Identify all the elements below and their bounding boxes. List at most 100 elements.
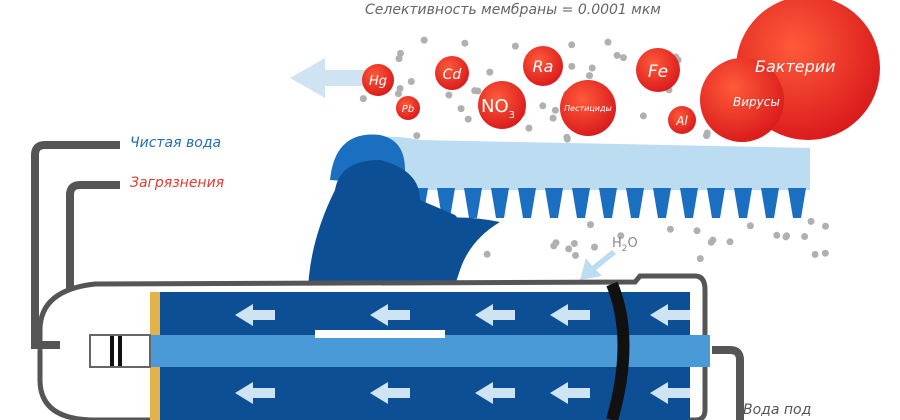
water-molecule-dot	[565, 245, 573, 253]
water-molecule-dot	[563, 133, 571, 141]
water-molecule-dot	[619, 54, 627, 62]
h2o-label: H2O	[612, 236, 638, 254]
particle-cd-label: Cd	[443, 67, 462, 83]
water-molecule-dot	[693, 227, 701, 235]
particle-viruses	[700, 58, 784, 142]
water-molecule-dot	[474, 87, 482, 95]
particle-cd	[435, 56, 469, 90]
flow-arrow-icon	[370, 304, 410, 326]
flow-arrow-icon	[235, 382, 275, 404]
water-molecule-dot	[552, 239, 560, 247]
particle-fe	[636, 48, 680, 92]
water-molecule-dot	[821, 249, 829, 257]
particle-pesticides	[560, 80, 616, 136]
membrane-pore	[626, 188, 644, 218]
particle-pb	[396, 96, 420, 120]
water-molecule-dot	[397, 49, 404, 57]
membrane-pore	[734, 188, 752, 218]
flow-arrow-icon	[650, 382, 690, 404]
water-molecule-dot	[407, 78, 415, 85]
water-molecule-dot	[666, 225, 674, 233]
water-molecule-dot	[811, 250, 819, 258]
water-molecule-dot	[639, 112, 647, 120]
membrane-selectivity-title: Селективность мембраны = 0.0001 мкм	[365, 2, 661, 18]
water-molecule-dot	[464, 115, 472, 123]
water-molecule-dot	[568, 62, 576, 70]
water-molecule-dot	[617, 232, 625, 240]
flow-arrow-left-icon	[290, 58, 375, 98]
water-molecule-dot	[613, 51, 621, 59]
membrane-pore	[680, 188, 698, 218]
water-molecule-dot	[551, 106, 559, 114]
water-molecule-dot	[696, 255, 704, 263]
water-molecule-dot	[807, 217, 815, 225]
flow-arrow-icon	[370, 382, 410, 404]
particle-hg	[362, 64, 394, 96]
water-molecule-dot	[587, 221, 594, 229]
particle-al-label: Al	[675, 114, 688, 128]
particle-fe-label: Fe	[648, 62, 668, 82]
water-molecule-dot	[591, 243, 598, 251]
water-molecule-dot	[822, 222, 829, 230]
clean-water-pipe	[31, 141, 120, 349]
membrane-pore	[545, 188, 563, 218]
particle-hg-label: Hg	[369, 74, 387, 89]
flow-arrow-icon	[235, 304, 275, 326]
membrane-pore	[518, 188, 536, 218]
water-molecule-dot	[568, 41, 576, 49]
water-molecule-dot	[396, 85, 404, 92]
water-molecule-dot	[413, 132, 421, 140]
contaminants-label: Загрязнения	[130, 175, 224, 191]
particle-ra	[523, 46, 563, 86]
membrane-pore	[464, 188, 482, 218]
h2o-inflow-arrow-icon	[580, 250, 616, 280]
particle-pb-label: Pb	[402, 104, 414, 115]
pipes	[31, 141, 744, 420]
membrane-pore	[761, 188, 779, 218]
water-molecule-dot	[783, 232, 791, 240]
water-molecule-dot	[461, 39, 469, 47]
water-molecule-dot	[511, 42, 519, 50]
particle-viruses-label: Вирусы	[733, 95, 780, 109]
contaminant-particles: Hg Pb Cd NO3 Ra Пестициды Fe Al Вирусы Б…	[362, 0, 880, 142]
contaminant-pipe	[66, 181, 120, 290]
particle-no3	[478, 81, 526, 129]
water-molecule-dot	[586, 72, 593, 80]
particle-pesticides-label: Пестициды	[564, 104, 612, 113]
water-molecule-dot	[572, 251, 579, 259]
membrane-pore	[707, 188, 725, 218]
flow-arrow-icon	[550, 382, 590, 404]
water-molecule-dot	[486, 68, 494, 76]
water-molecule-dot	[483, 250, 491, 258]
water-under-pressure-label: Вода под	[743, 402, 811, 418]
clean-water-label: Чистая вода	[130, 135, 221, 151]
water-molecule-dot	[420, 36, 428, 44]
water-molecule-dot	[570, 240, 578, 247]
particle-al	[668, 106, 696, 134]
membrane-pore	[788, 188, 806, 218]
water-molecule-dot	[703, 129, 711, 137]
particle-bacteria-label: Бактерии	[755, 57, 836, 76]
water-molecule-dot	[801, 233, 809, 240]
membrane-pore	[599, 188, 617, 218]
particle-ra-label: Ra	[533, 57, 554, 76]
flow-arrow-icon	[475, 304, 515, 326]
water-molecule-dot	[539, 102, 547, 110]
water-molecule-dot	[773, 231, 781, 239]
water-molecule-dot	[525, 124, 533, 132]
water-molecule-dot	[604, 38, 612, 46]
inlet-pipe	[712, 346, 744, 420]
filter-housing	[37, 273, 710, 420]
water-molecule-dot	[445, 91, 453, 99]
particle-no3-label: NO3	[481, 96, 515, 121]
water-molecule-dot	[588, 64, 596, 72]
flow-arrow-icon	[650, 304, 690, 326]
flow-arrow-icon	[550, 304, 590, 326]
water-molecule-dot	[726, 238, 734, 246]
membrane-pore	[491, 188, 509, 218]
flow-arrow-icon	[475, 382, 515, 404]
membrane-pore	[653, 188, 671, 218]
water-molecule-dot	[549, 114, 557, 122]
membrane-pore	[572, 188, 590, 218]
